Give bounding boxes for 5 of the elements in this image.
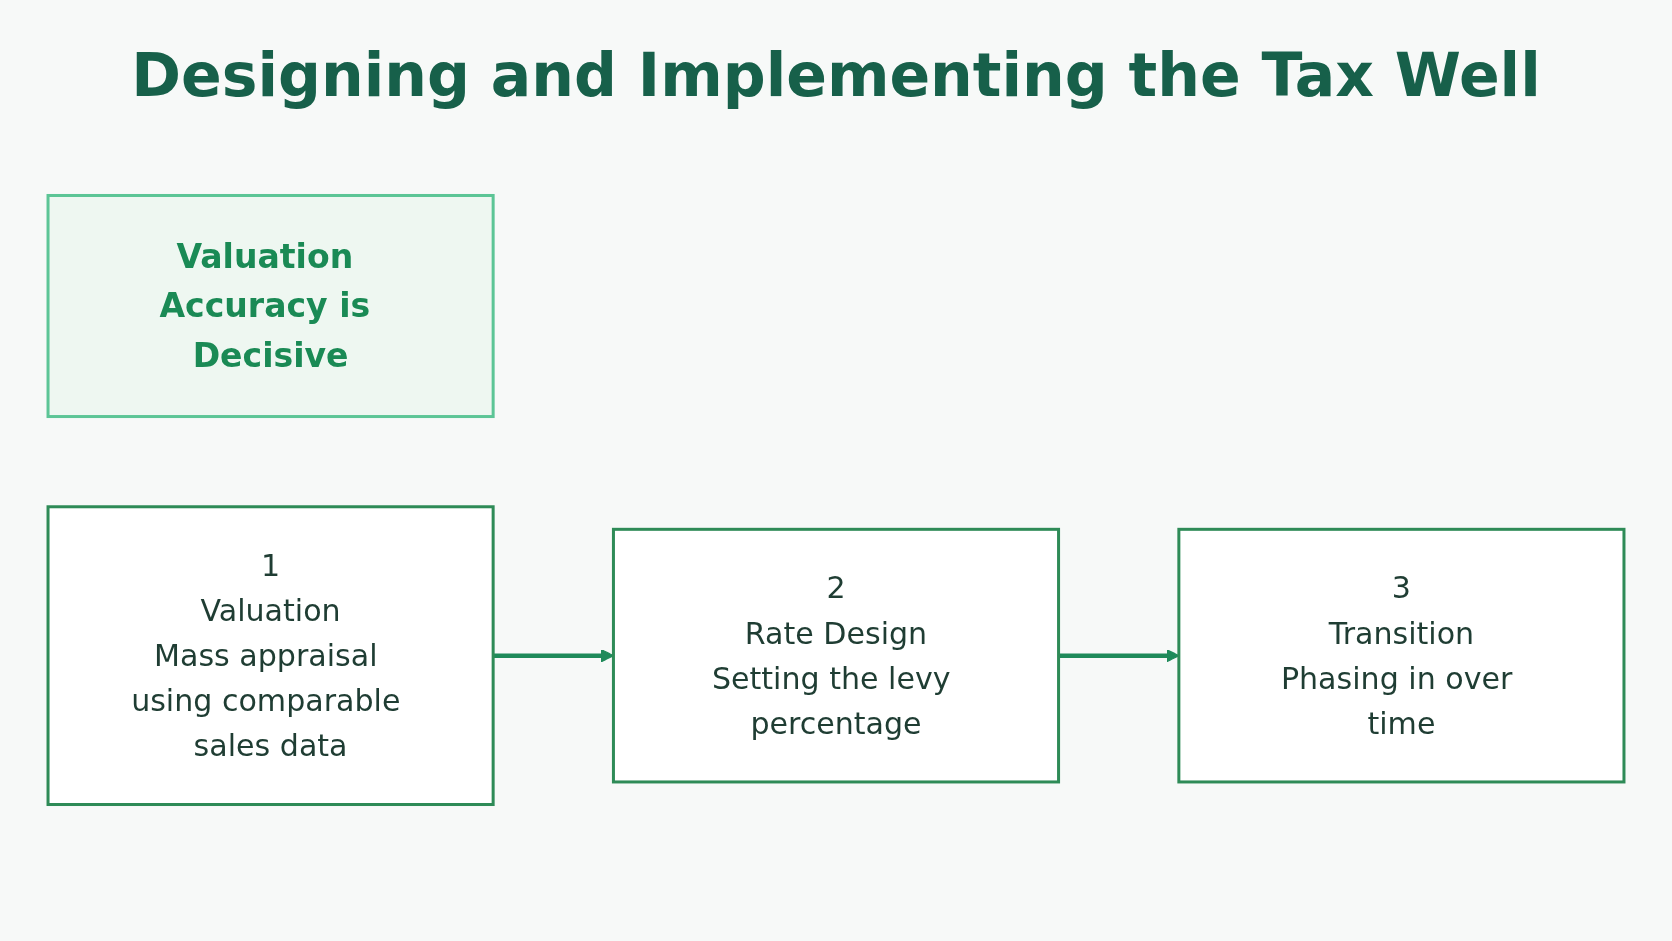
node-box: 1 Valuation Mass appraisal using comparable sales data: [46, 505, 495, 806]
node-box: 2 Rate Design Setting the levy percentage: [611, 527, 1061, 784]
node-box: 3 Transition Phasing in over time: [1177, 527, 1626, 784]
node-box: Valuation Accuracy is Decisive: [46, 194, 495, 419]
title: Designing and Implementing the Tax Well: [130, 40, 1542, 110]
